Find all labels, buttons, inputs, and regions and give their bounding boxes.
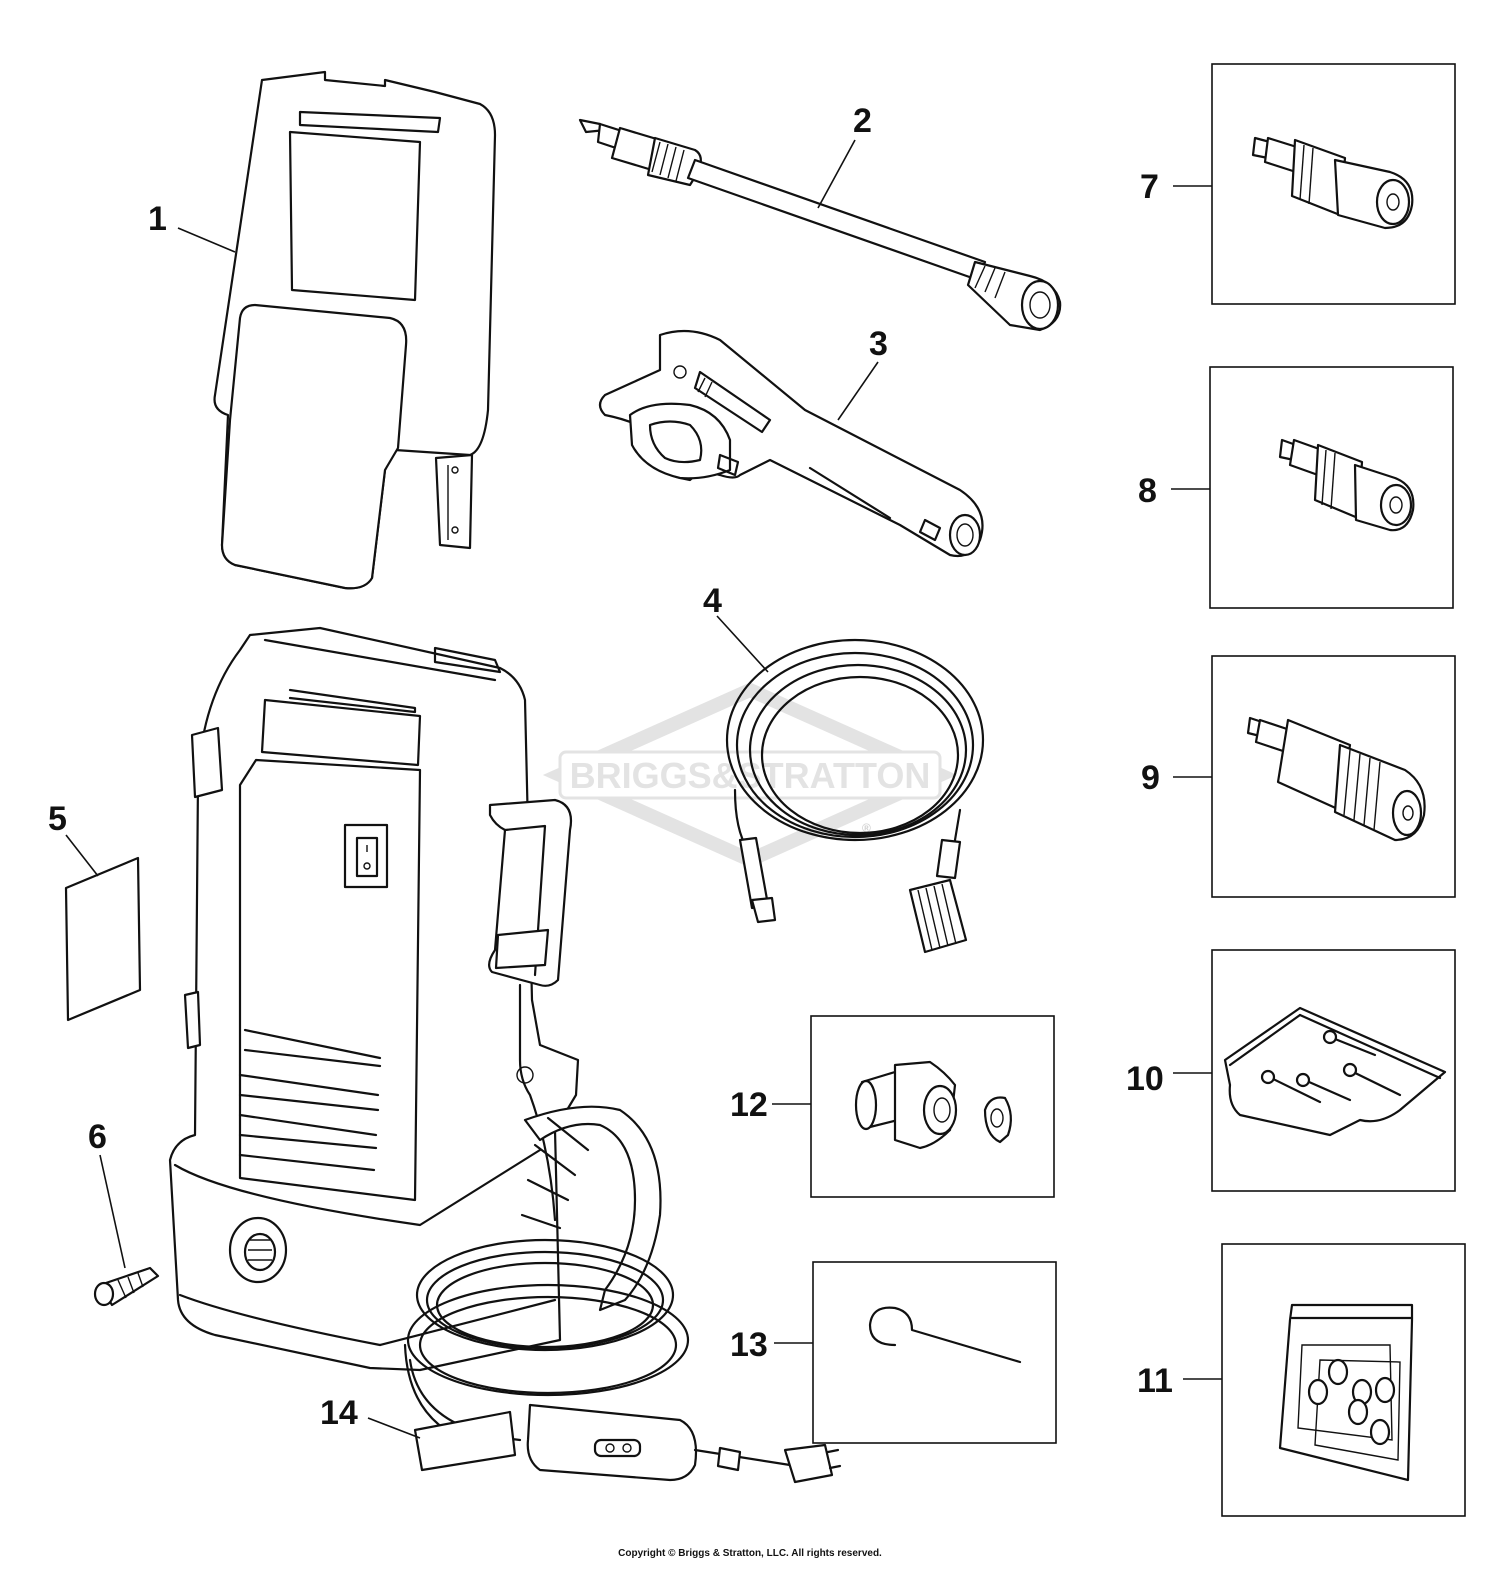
callout-13: 13: [730, 1326, 768, 1364]
callout-5: 5: [48, 800, 67, 838]
part-10-hardware-bag: [1223, 1006, 1447, 1137]
part-4-high-pressure-hose: [725, 638, 985, 954]
part-2-spray-wand: [578, 118, 1062, 332]
part-1-front-cover: [213, 70, 497, 590]
callout-4: 4: [703, 582, 722, 620]
part-9-turbo-nozzle: [1246, 716, 1426, 842]
part-3-spray-gun: [598, 329, 984, 558]
part-6-nozzle: [93, 1266, 160, 1307]
callout-12: 12: [730, 1086, 768, 1124]
callout-6: 6: [88, 1118, 107, 1156]
copyright-notice: Copyright © Briggs & Stratton, LLC. All …: [618, 1548, 882, 1559]
part-11-washer-bag: [1278, 1303, 1414, 1482]
part-14-power-cord: [403, 1238, 842, 1484]
part-13-frame: [812, 1261, 1057, 1444]
callout-1: 1: [148, 200, 167, 238]
callout-8: 8: [1138, 472, 1157, 510]
callout-14: 14: [320, 1394, 358, 1432]
part-7-nozzle-adapter: [1251, 136, 1414, 230]
callout-10: 10: [1126, 1060, 1164, 1098]
callout-2: 2: [853, 102, 872, 140]
callout-3: 3: [869, 325, 888, 363]
callout-11: 11: [1137, 1362, 1173, 1400]
callout-9: 9: [1141, 759, 1160, 797]
watermark-registered-mark: ®: [862, 821, 871, 835]
part-13-nozzle-cleaning-pin: [868, 1306, 1022, 1364]
part-8-nozzle-adapter: [1278, 438, 1415, 532]
part-5-manual: [64, 856, 142, 1022]
callout-7: 7: [1140, 168, 1159, 206]
part-12-hose-adapter: [854, 1060, 1012, 1150]
main-unit-body: [168, 626, 662, 1372]
leader-lines: [65, 139, 1222, 1439]
